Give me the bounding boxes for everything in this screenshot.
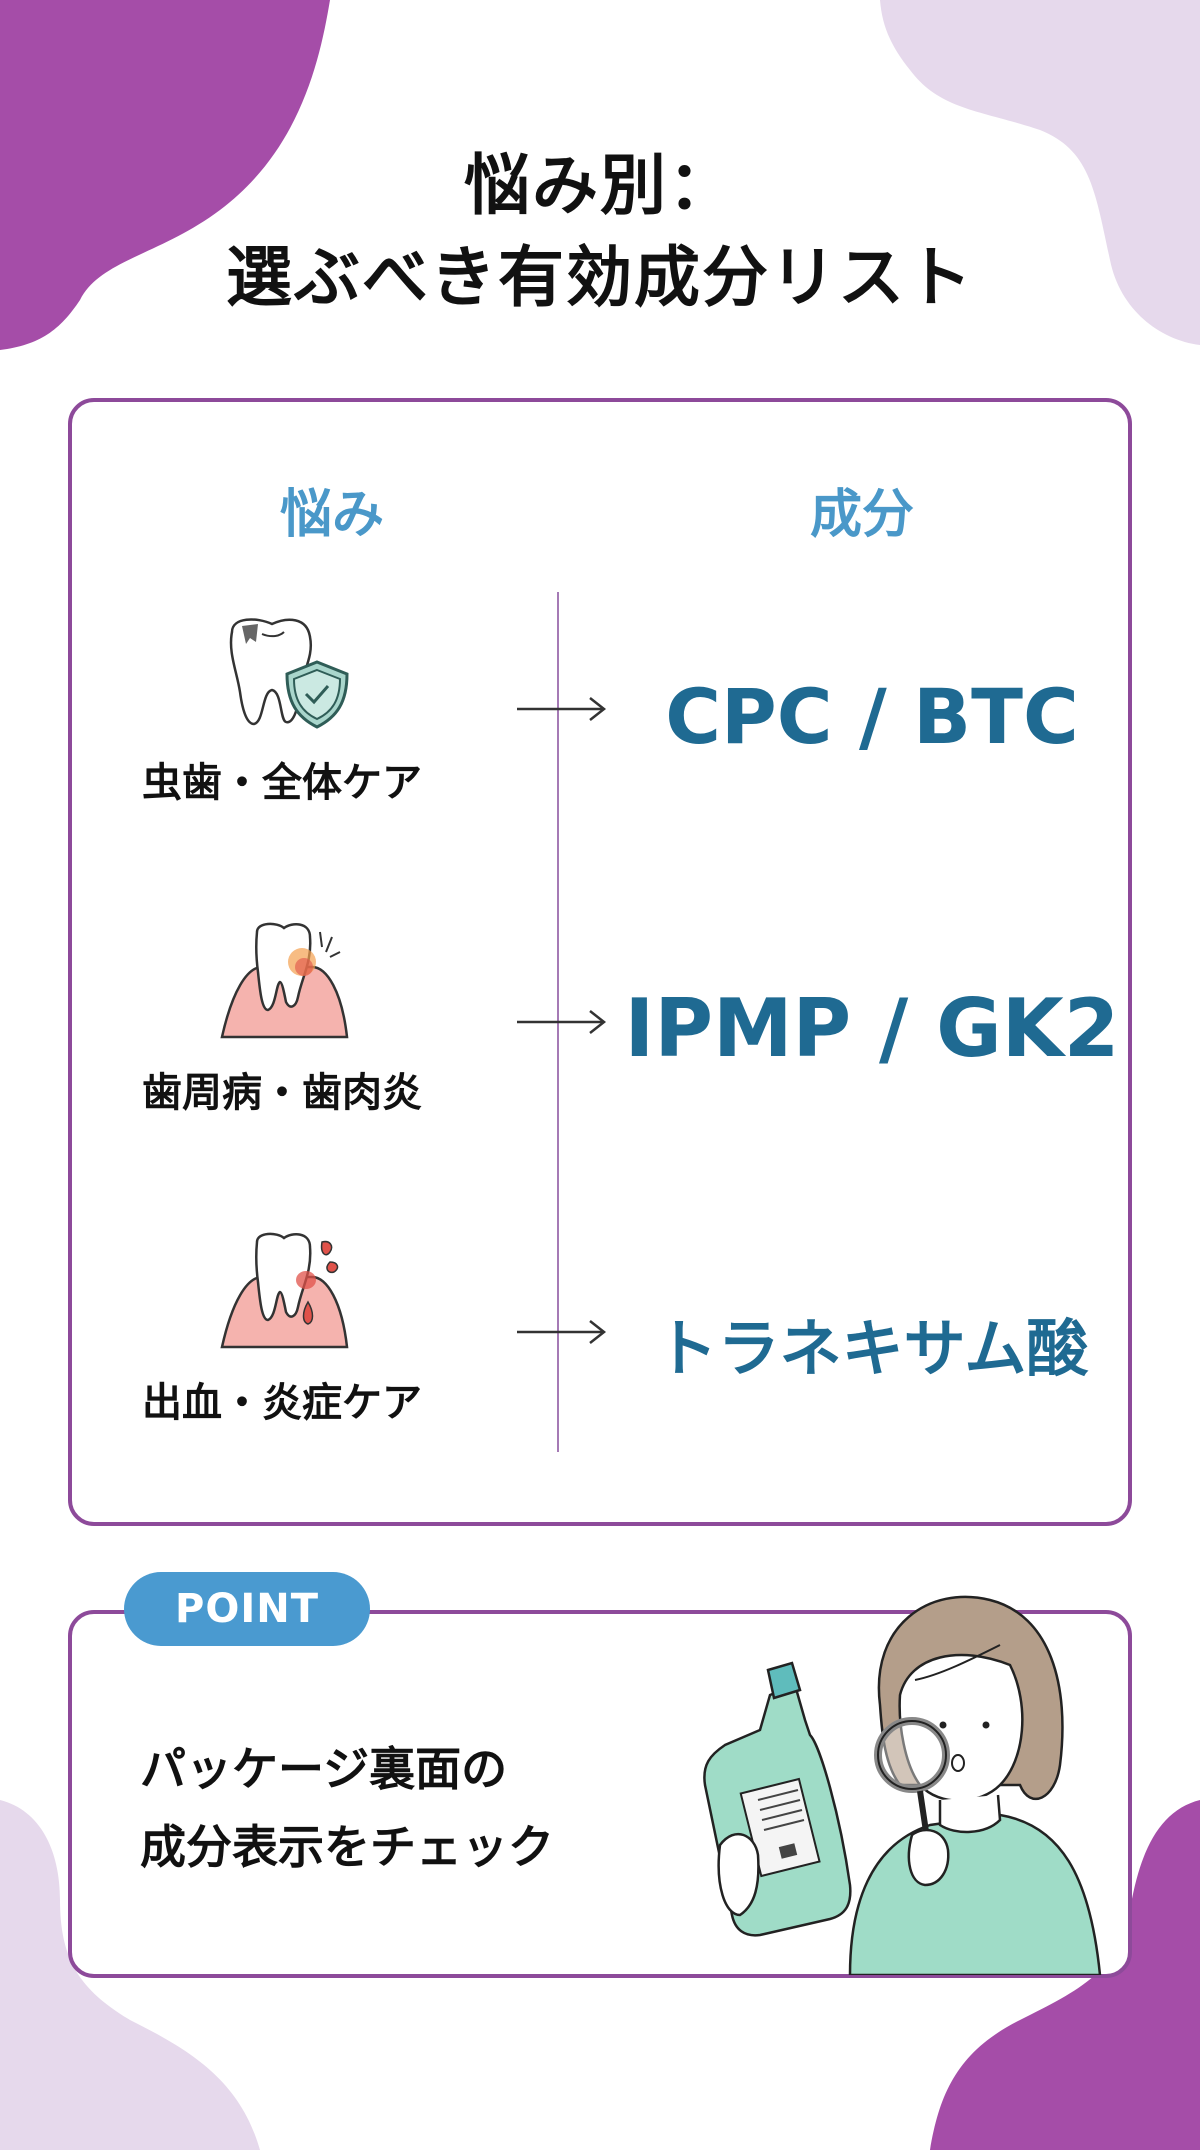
concern-label: 虫歯・全体ケア: [142, 760, 422, 806]
concern-cell: 虫歯・全体ケア: [112, 612, 452, 808]
header-concern: 悩み: [279, 485, 384, 545]
concern-label: 歯周病・歯肉炎: [142, 1070, 422, 1116]
table-row: 歯周病・歯肉炎 IPMP / GK2: [72, 922, 1128, 1162]
concern-cell: 出血・炎症ケア: [112, 1232, 452, 1428]
point-line-1: パッケージ裏面の: [140, 1742, 508, 1796]
arrow-right-icon: [517, 1010, 607, 1034]
point-line-2: 成分表示をチェック: [140, 1820, 554, 1874]
title-line-2: 選ぶべき有効成分リスト: [226, 239, 974, 316]
blob-top-right: [880, 0, 1200, 345]
woman-checking-bottle-illustration: [703, 1595, 1102, 1975]
point-text: パッケージ裏面の 成分表示をチェック: [140, 1730, 554, 1886]
blob-top-left: [0, 0, 330, 350]
arrow-right-icon: [517, 1320, 607, 1344]
table-row: 虫歯・全体ケア CPC / BTC: [72, 612, 1128, 852]
table-row: 出血・炎症ケア トラネキサム酸: [72, 1232, 1128, 1472]
ingredient-value: トラネキサム酸: [655, 1312, 1089, 1385]
tooth-shield-icon: [229, 618, 349, 729]
blob-bottom-left: [0, 1800, 260, 2150]
ingredient-value: IPMP / GK2: [624, 982, 1120, 1075]
concern-label: 出血・炎症ケア: [142, 1380, 422, 1426]
blob-bottom-right: [930, 1800, 1200, 2150]
header-ingredient: 成分: [809, 485, 914, 545]
title-line-1: 悩み別：: [464, 147, 736, 224]
arrow-right-icon: [517, 697, 607, 721]
page-title: 悩み別： 選ぶべき有効成分リスト: [0, 140, 1200, 324]
inflamed-gum-tooth-icon: [220, 922, 349, 1039]
concern-ingredient-card: 悩み 成分 虫歯・全体ケア CPC / BTC: [68, 398, 1132, 1526]
point-badge: POINT: [124, 1572, 370, 1646]
bleeding-gum-tooth-icon: [220, 1232, 349, 1349]
ingredient-value: CPC / BTC: [665, 672, 1079, 761]
concern-cell: 歯周病・歯肉炎: [112, 922, 452, 1118]
